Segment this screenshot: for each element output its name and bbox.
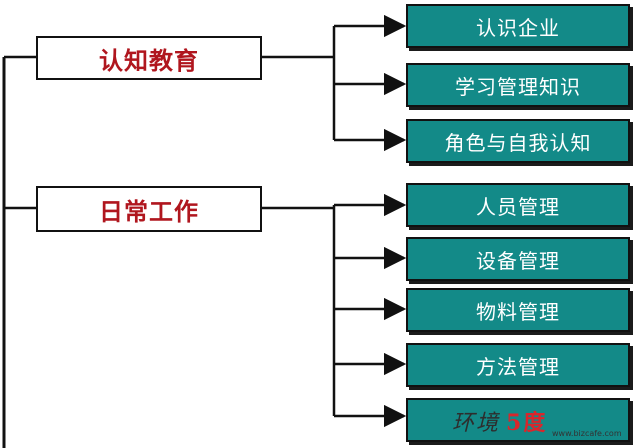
item-box-equipment-management: 设备管理	[406, 237, 630, 281]
item-box-role-self-awareness: 角色与自我认知	[406, 119, 630, 163]
item-box-material-management: 物料管理	[406, 288, 630, 332]
category-box-cognitive-education: 认知教育	[36, 36, 262, 80]
item-box-personnel-management: 人员管理	[406, 183, 630, 227]
item-box-learn-management: 学习管理知识	[406, 63, 630, 107]
watermark-url: www.bizcafe.com	[552, 429, 622, 438]
watermark-logo: 5度	[506, 410, 548, 436]
watermark-text: 环境	[452, 411, 501, 436]
item-box-method-management: 方法管理	[406, 343, 630, 387]
item-box-know-company: 认识企业	[406, 4, 630, 48]
item-box-environment-management	[406, 398, 630, 442]
category-box-daily-work: 日常工作	[36, 186, 262, 232]
